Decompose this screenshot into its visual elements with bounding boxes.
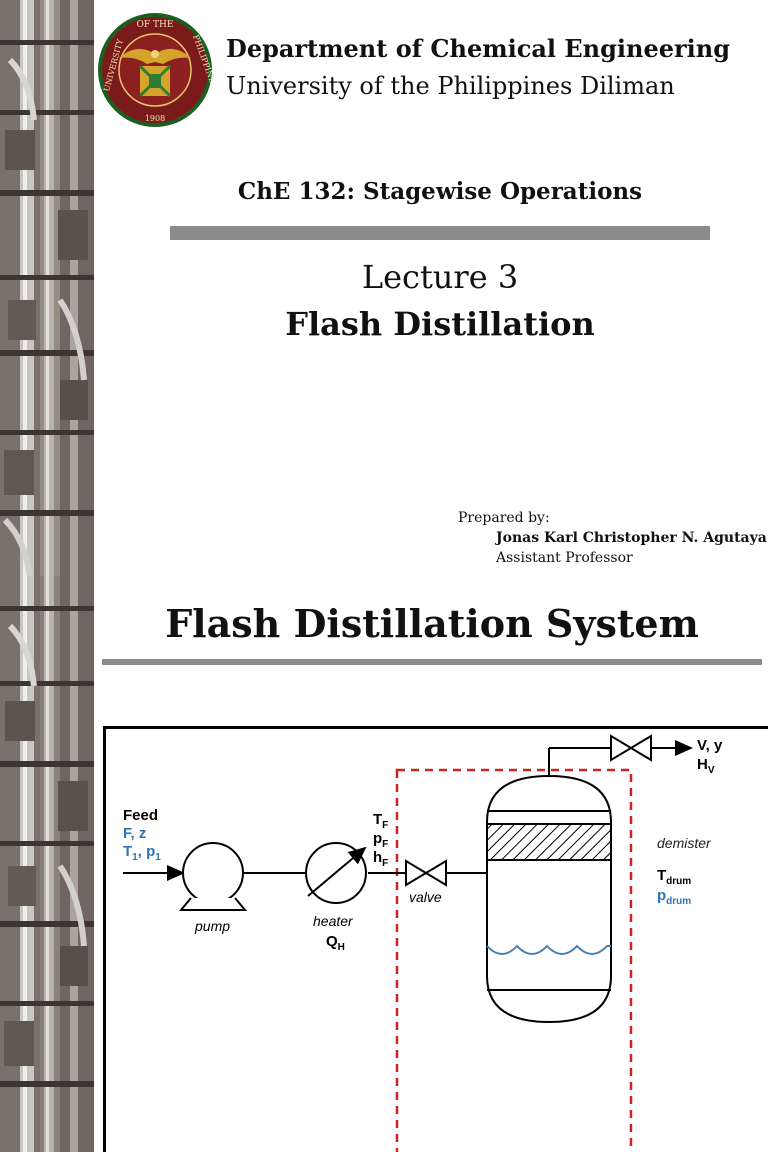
department-name: Department of Chemical Engineering xyxy=(226,34,730,63)
prepared-by-label: Prepared by: xyxy=(458,510,550,526)
university-name: University of the Philippines Diliman xyxy=(226,72,675,100)
flash-distillation-diagram: Feed F, z T1, p1 pump heater QH TF pF hF… xyxy=(103,726,768,1152)
system-slide: Flash Distillation System xyxy=(0,576,768,1152)
up-seal-logo: OF THE 1908 UNIVERSITY PHILIPPINES xyxy=(97,12,213,128)
valve-label: valve xyxy=(409,889,442,905)
heater-label: heater xyxy=(313,913,354,929)
title-slide: OF THE 1908 UNIVERSITY PHILIPPINES Depar… xyxy=(0,0,768,576)
demister-pad xyxy=(487,824,611,860)
refinery-photo-strip-2 xyxy=(0,576,94,1152)
flash-drum xyxy=(487,776,611,1022)
title-divider xyxy=(170,226,710,240)
pump-icon xyxy=(181,843,245,910)
heater-icon xyxy=(306,843,366,903)
diagram-frame xyxy=(105,728,768,1152)
refinery-photo-strip xyxy=(0,0,94,576)
feed-label: Feed xyxy=(123,807,158,824)
author-title: Assistant Professor xyxy=(496,550,633,566)
vapor-label: V, y xyxy=(697,737,723,754)
slide-title: Flash Distillation System xyxy=(102,601,762,646)
slide-title-divider xyxy=(102,659,762,665)
course-title: ChE 132: Stagewise Operations xyxy=(170,178,710,205)
lecture-number: Lecture 3 xyxy=(170,258,710,296)
seal-text-top: OF THE xyxy=(137,20,174,30)
demister-label: demister xyxy=(657,835,712,851)
seal-year: 1908 xyxy=(145,114,165,123)
lecture-title: Flash Distillation xyxy=(170,305,710,343)
feed-flow-composition: F, z xyxy=(123,825,146,842)
author-name: Jonas Karl Christopher N. Agutaya xyxy=(496,530,767,546)
pump-label: pump xyxy=(194,918,230,934)
